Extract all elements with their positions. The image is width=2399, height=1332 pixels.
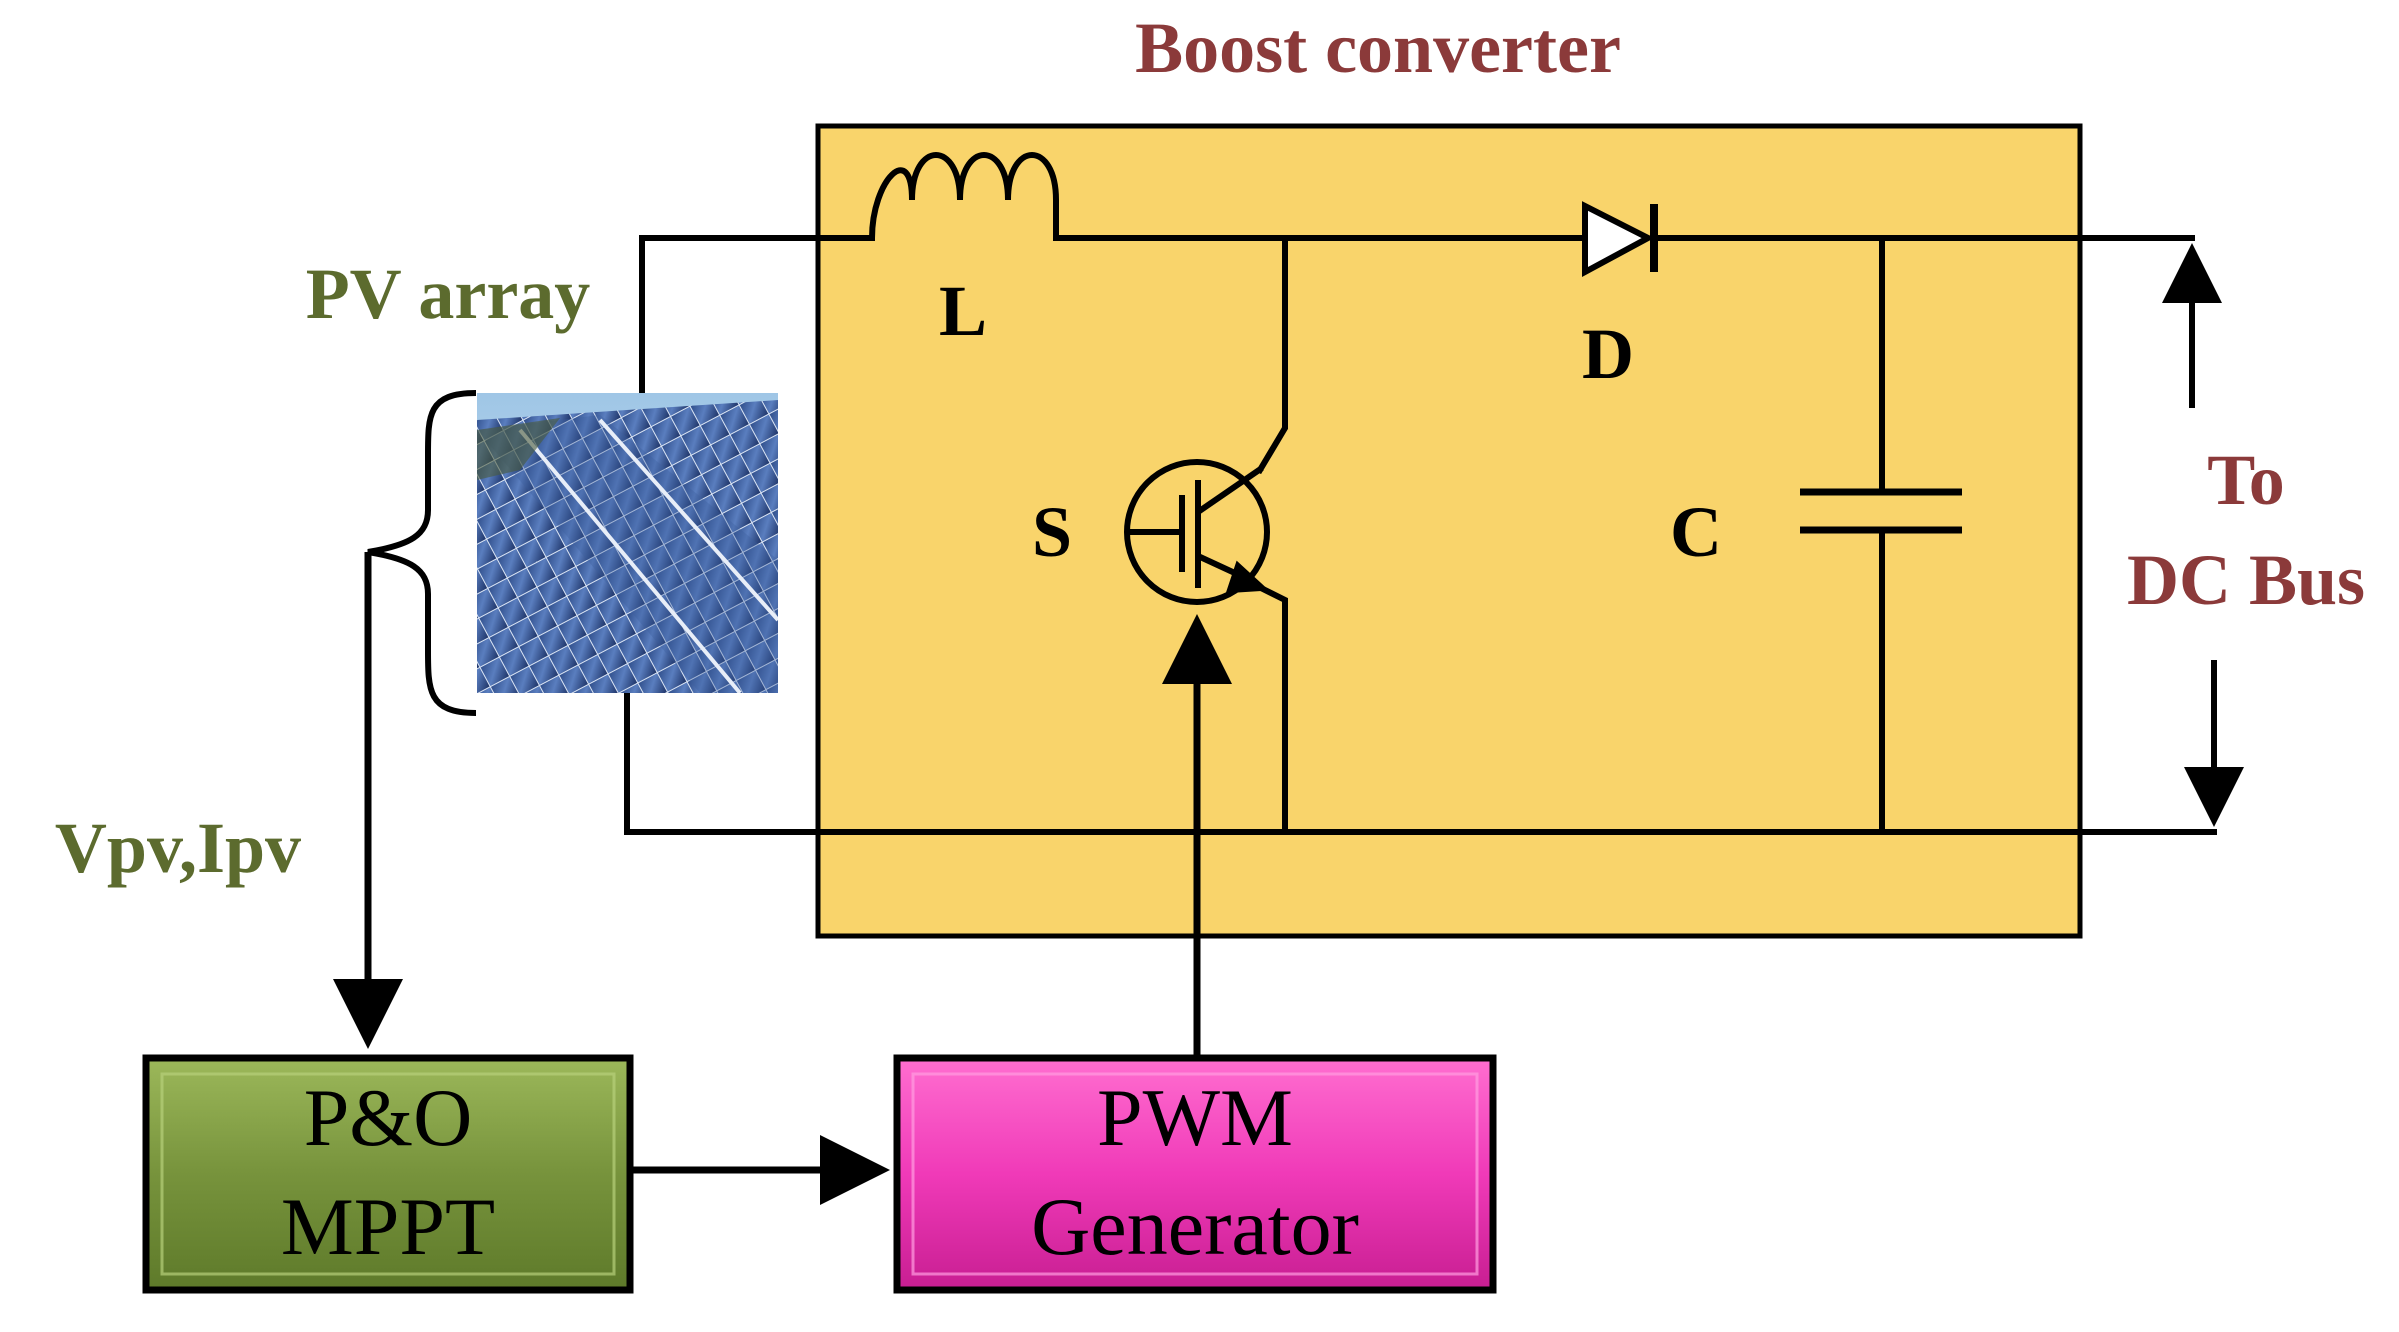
switch-label: S — [1032, 492, 1072, 572]
output-arrows — [2162, 243, 2244, 827]
igbt-switch-symbol — [1124, 459, 1270, 605]
mppt-block: P&O MPPT — [142, 1054, 634, 1294]
inductor-symbol — [869, 152, 1059, 239]
circuit-wires — [624, 235, 2217, 835]
output-label-line1: To — [2207, 440, 2284, 520]
inductor-label: L — [939, 271, 987, 351]
diagram-title: Boost converter — [1135, 8, 1621, 88]
capacitor-symbol — [1800, 488, 1962, 534]
pv-array-label: PV array — [306, 254, 591, 334]
output-label-line2: DC Bus — [2127, 540, 2365, 620]
diode-label: D — [1582, 314, 1634, 394]
pwm-label-line1: PWM — [1097, 1072, 1293, 1163]
pv-brace — [367, 390, 477, 716]
pwm-label-line2: Generator — [1031, 1181, 1359, 1272]
pwm-generator-block: PWM Generator — [893, 1054, 1497, 1294]
sense-label: Vpv,Ipv — [55, 808, 301, 888]
mppt-label-line1: P&O — [304, 1072, 473, 1163]
pv-array-image — [477, 393, 778, 693]
diode-symbol — [1582, 201, 1658, 278]
mppt-label-line2: MPPT — [281, 1181, 495, 1272]
capacitor-label: C — [1670, 492, 1722, 572]
